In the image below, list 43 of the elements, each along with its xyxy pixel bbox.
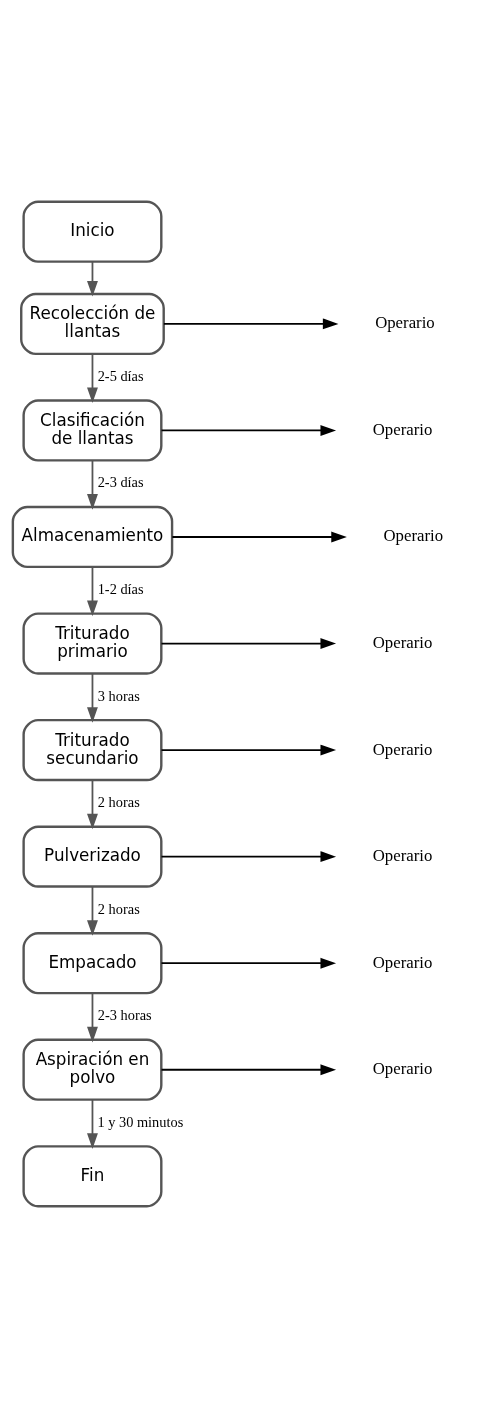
arrow	[87, 1098, 98, 1149]
node-text: Operario	[383, 525, 444, 545]
arrow	[162, 317, 339, 329]
node-text: Operario	[372, 632, 433, 652]
arrow	[87, 672, 98, 723]
arrow	[87, 778, 98, 829]
edge-label: 2 horas	[97, 900, 140, 917]
node-text: Operario	[372, 952, 433, 972]
arrow	[160, 744, 337, 756]
node-box: Recolección de llantas	[20, 292, 165, 355]
node-text: Operario	[372, 739, 433, 759]
arrow	[87, 459, 98, 510]
arrow	[87, 992, 98, 1042]
edge-label: 3 horas	[97, 687, 140, 704]
arrow	[160, 957, 337, 969]
arrow	[87, 885, 98, 936]
node-box: Fin	[22, 1144, 163, 1207]
node-text: Operario	[375, 312, 435, 332]
edge-label: 2-3 días	[97, 473, 144, 490]
arrow	[171, 531, 347, 542]
edge-label: 2-3 horas	[97, 1006, 152, 1023]
arrow	[160, 1063, 337, 1075]
node-text: Operario	[372, 419, 433, 439]
arrow	[160, 850, 337, 862]
arrow	[160, 424, 337, 436]
node-text: Operario	[372, 845, 433, 865]
arrow	[87, 260, 98, 297]
node-text: Operario	[372, 1058, 433, 1078]
arrow	[87, 352, 98, 403]
node-box: Aspiración en polvo	[22, 1038, 163, 1101]
edge-label: 1 y 30 minutos	[97, 1113, 184, 1130]
edge-label: 1-2 días	[97, 580, 144, 597]
node-box: Triturado primario	[22, 611, 163, 675]
node-box: Triturado secundario	[22, 718, 163, 781]
node-box: Almacenamiento	[11, 505, 174, 568]
edge-label: 2 horas	[97, 793, 140, 810]
node-box: Empacado	[22, 931, 163, 994]
node-box: Pulverizado	[22, 825, 163, 888]
arrow	[87, 565, 98, 616]
edge-label: 2-5 días	[97, 367, 144, 384]
node-box: Inicio	[22, 200, 163, 263]
node-box: Clasificación de llantas	[22, 398, 163, 462]
arrow	[160, 637, 337, 649]
